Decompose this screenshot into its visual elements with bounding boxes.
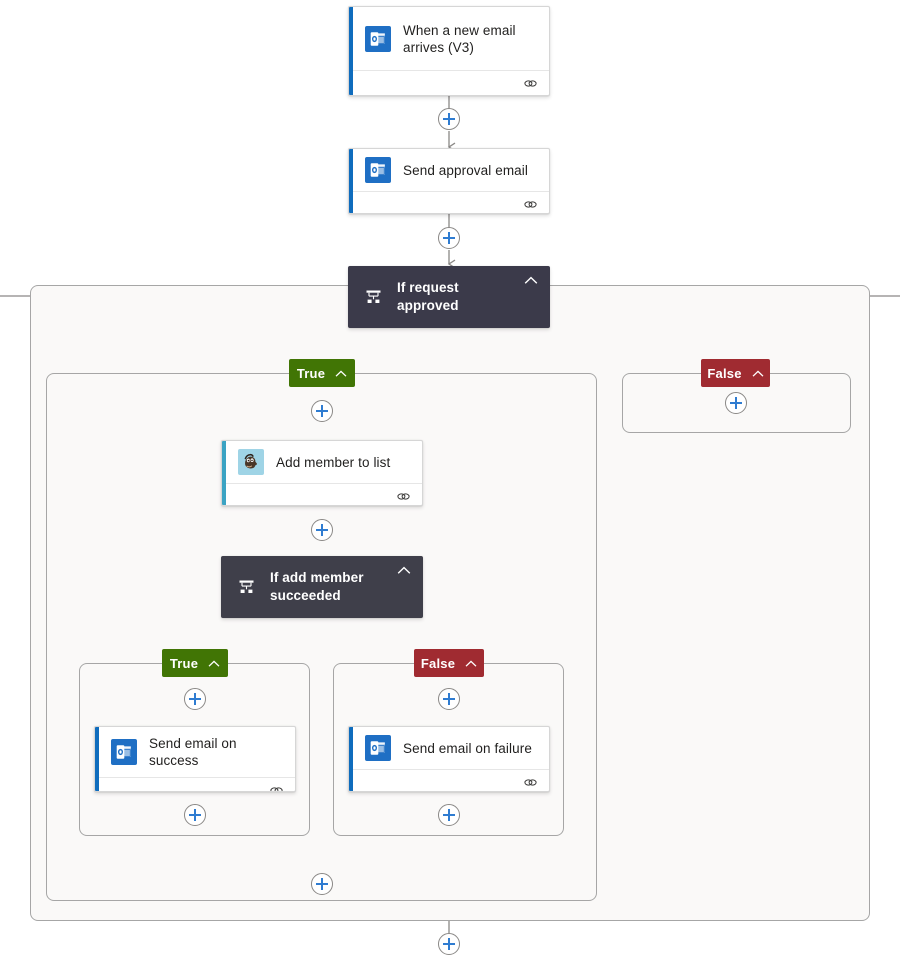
card-header: Send email on success <box>95 727 295 777</box>
trigger-card-when-a-new-email-arrives[interactable]: When a new email arrives (V3) <box>348 6 550 96</box>
action-card-send-approval-email[interactable]: Send approval email <box>348 148 550 214</box>
outlook-icon <box>365 735 391 761</box>
add-step-button-outer-true-top[interactable] <box>311 400 333 422</box>
chain-link-icon[interactable] <box>523 78 538 89</box>
branch-label-outer-true[interactable]: True <box>289 359 355 387</box>
action-card-add-member-to-list[interactable]: Add member to list <box>221 440 423 506</box>
add-step-button-after-send-approval-email[interactable] <box>438 227 460 249</box>
condition-title: If request approved <box>397 280 459 313</box>
outlook-icon <box>365 157 391 183</box>
outlook-icon <box>365 25 391 52</box>
card-header: Send approval email <box>349 149 549 191</box>
branch-label-text: False <box>707 365 742 381</box>
card-title: When a new email arrives (V3) <box>403 22 516 55</box>
card-footer <box>349 769 549 791</box>
chain-link-icon[interactable] <box>396 491 411 502</box>
card-title: Send email on success <box>149 736 237 768</box>
card-title: Send approval email <box>403 162 528 178</box>
branch-label-text: False <box>420 655 456 671</box>
chain-link-icon[interactable] <box>523 777 538 788</box>
condition-title: If add member succeeded <box>270 570 364 603</box>
condition-header-if-request-approved[interactable]: If request approved <box>348 266 550 328</box>
chevron-up-icon[interactable] <box>465 656 477 671</box>
chain-link-icon[interactable] <box>269 785 284 791</box>
card-accent-bar <box>222 441 226 505</box>
condition-branch-icon <box>362 286 384 308</box>
condition-branch-icon <box>235 576 257 598</box>
branch-label-inner-false[interactable]: False <box>414 649 484 677</box>
card-footer <box>349 191 549 213</box>
chevron-up-icon[interactable] <box>335 366 347 381</box>
add-step-button-after-trigger[interactable] <box>438 108 460 130</box>
action-card-send-email-on-failure[interactable]: Send email on failure <box>348 726 550 792</box>
card-title: Send email on failure <box>403 740 532 756</box>
add-step-button-outer-false[interactable] <box>725 392 747 414</box>
add-step-button-after-add-member-to-list[interactable] <box>311 519 333 541</box>
card-accent-bar <box>349 727 353 791</box>
chain-link-icon[interactable] <box>523 199 538 210</box>
action-card-send-email-on-success[interactable]: Send email on success <box>94 726 296 792</box>
add-step-button-inner-false-top[interactable] <box>438 688 460 710</box>
card-footer <box>349 70 549 95</box>
branch-label-text: True <box>296 365 326 381</box>
card-header: Send email on failure <box>349 727 549 769</box>
card-accent-bar <box>349 149 353 213</box>
mailchimp-icon <box>238 449 264 475</box>
card-title: Add member to list <box>276 454 391 470</box>
card-header: Add member to list <box>222 441 422 483</box>
add-step-button-outer-true-bottom[interactable] <box>311 873 333 895</box>
branch-label-outer-false[interactable]: False <box>701 359 770 387</box>
add-step-button-inner-true-top[interactable] <box>184 688 206 710</box>
card-footer <box>95 777 295 791</box>
chevron-up-icon[interactable] <box>752 366 764 381</box>
chevron-up-icon[interactable] <box>522 276 540 285</box>
branch-label-text: True <box>169 655 199 671</box>
card-accent-bar <box>95 727 99 791</box>
chevron-up-icon[interactable] <box>208 656 220 671</box>
add-step-button-inner-false-bottom[interactable] <box>438 804 460 826</box>
chevron-up-icon[interactable] <box>395 566 413 575</box>
outlook-icon <box>111 739 137 765</box>
card-accent-bar <box>349 7 353 95</box>
branch-label-inner-true[interactable]: True <box>162 649 228 677</box>
card-footer <box>222 483 422 505</box>
add-step-button-after-condition[interactable] <box>438 933 460 955</box>
add-step-button-inner-true-bottom[interactable] <box>184 804 206 826</box>
card-header: When a new email arrives (V3) <box>349 7 549 70</box>
condition-header-if-add-member-succeeded[interactable]: If add member succeeded <box>221 556 423 618</box>
